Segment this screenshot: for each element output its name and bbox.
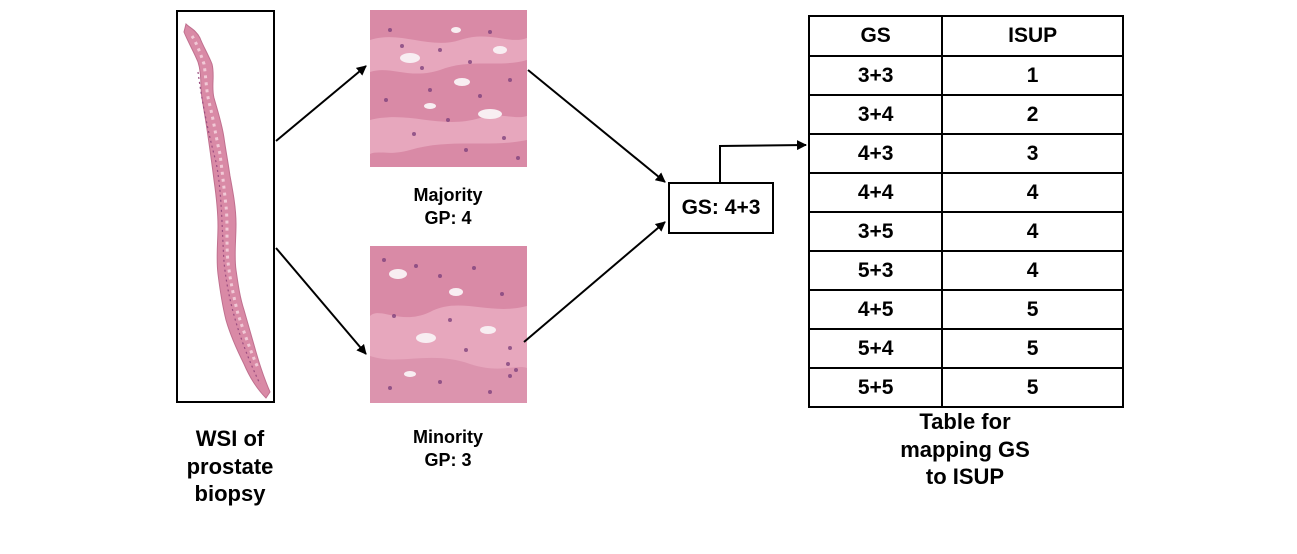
cell-gs: 4+4 <box>807 172 944 213</box>
minority-tissue-image <box>370 246 527 403</box>
cell-gs: 3+3 <box>807 55 944 96</box>
table-caption: Table for mapping GS to ISUP <box>860 408 1070 491</box>
table-row: 4+3 3 <box>807 133 1124 174</box>
majority-tissue-image <box>370 10 527 167</box>
wsi-caption-line-3: biopsy <box>194 481 266 506</box>
cell-isup: 5 <box>941 328 1124 369</box>
cell-isup: 4 <box>941 250 1124 291</box>
table-caption-line-1: Table for <box>919 409 1011 434</box>
table-row: 5+4 5 <box>807 328 1124 369</box>
biopsy-tissue-strip <box>183 23 271 399</box>
minority-caption-line-2: GP: 3 <box>424 449 472 470</box>
cell-isup: 1 <box>941 55 1124 96</box>
header-isup: ISUP <box>941 15 1124 57</box>
table-row: 4+5 5 <box>807 289 1124 330</box>
table-caption-line-2: mapping GS <box>900 436 1030 462</box>
table-row: 5+5 5 <box>807 367 1124 408</box>
cell-isup: 4 <box>941 172 1124 213</box>
minority-caption-line-1: Minority <box>413 427 483 447</box>
cell-gs: 3+4 <box>807 94 944 135</box>
cell-isup: 5 <box>941 367 1124 408</box>
wsi-image <box>176 10 275 403</box>
table-caption-line-3: to ISUP <box>925 464 1005 489</box>
table-header-row: GS ISUP <box>807 15 1124 57</box>
majority-caption-line-2: GP: 4 <box>424 207 472 228</box>
wsi-caption-line-1: WSI of <box>195 426 265 451</box>
arrow-majority-to-gs <box>527 69 666 183</box>
majority-caption-line-1: Majority <box>413 185 483 205</box>
table-row: 3+3 1 <box>807 55 1124 96</box>
minority-caption: Minority GP: 3 <box>378 426 518 471</box>
cell-isup: 3 <box>941 133 1124 174</box>
table-row: 5+3 4 <box>807 250 1124 291</box>
cell-gs: 5+5 <box>807 367 944 408</box>
table-row: 4+4 4 <box>807 172 1124 213</box>
cell-gs: 3+5 <box>807 211 944 252</box>
majority-caption: Majority GP: 4 <box>378 184 518 229</box>
cell-gs: 4+3 <box>807 133 944 174</box>
arrow-wsi-to-majority <box>275 65 367 142</box>
gs-result-label: GS: 4+3 <box>681 196 761 219</box>
cell-isup: 5 <box>941 289 1124 330</box>
wsi-caption-line-2: prostate <box>186 453 274 479</box>
gs-result-box: GS: 4+3 <box>668 182 774 234</box>
cell-isup: 4 <box>941 211 1124 252</box>
arrow-wsi-to-minority <box>275 247 367 355</box>
table-row: 3+5 4 <box>807 211 1124 252</box>
cell-isup: 2 <box>941 94 1124 135</box>
cell-gs: 5+4 <box>807 328 944 369</box>
arrow-minority-to-gs <box>523 221 666 343</box>
cell-gs: 5+3 <box>807 250 944 291</box>
header-gs: GS <box>807 15 944 57</box>
cell-gs: 4+5 <box>807 289 944 330</box>
arrow-gs-to-table <box>719 140 807 182</box>
table-row: 3+4 2 <box>807 94 1124 135</box>
wsi-caption: WSI of prostate biopsy <box>170 425 290 508</box>
gs-isup-mapping-table: GS ISUP 3+3 1 3+4 2 4+3 3 4+4 4 3+5 4 5+… <box>807 15 1124 408</box>
